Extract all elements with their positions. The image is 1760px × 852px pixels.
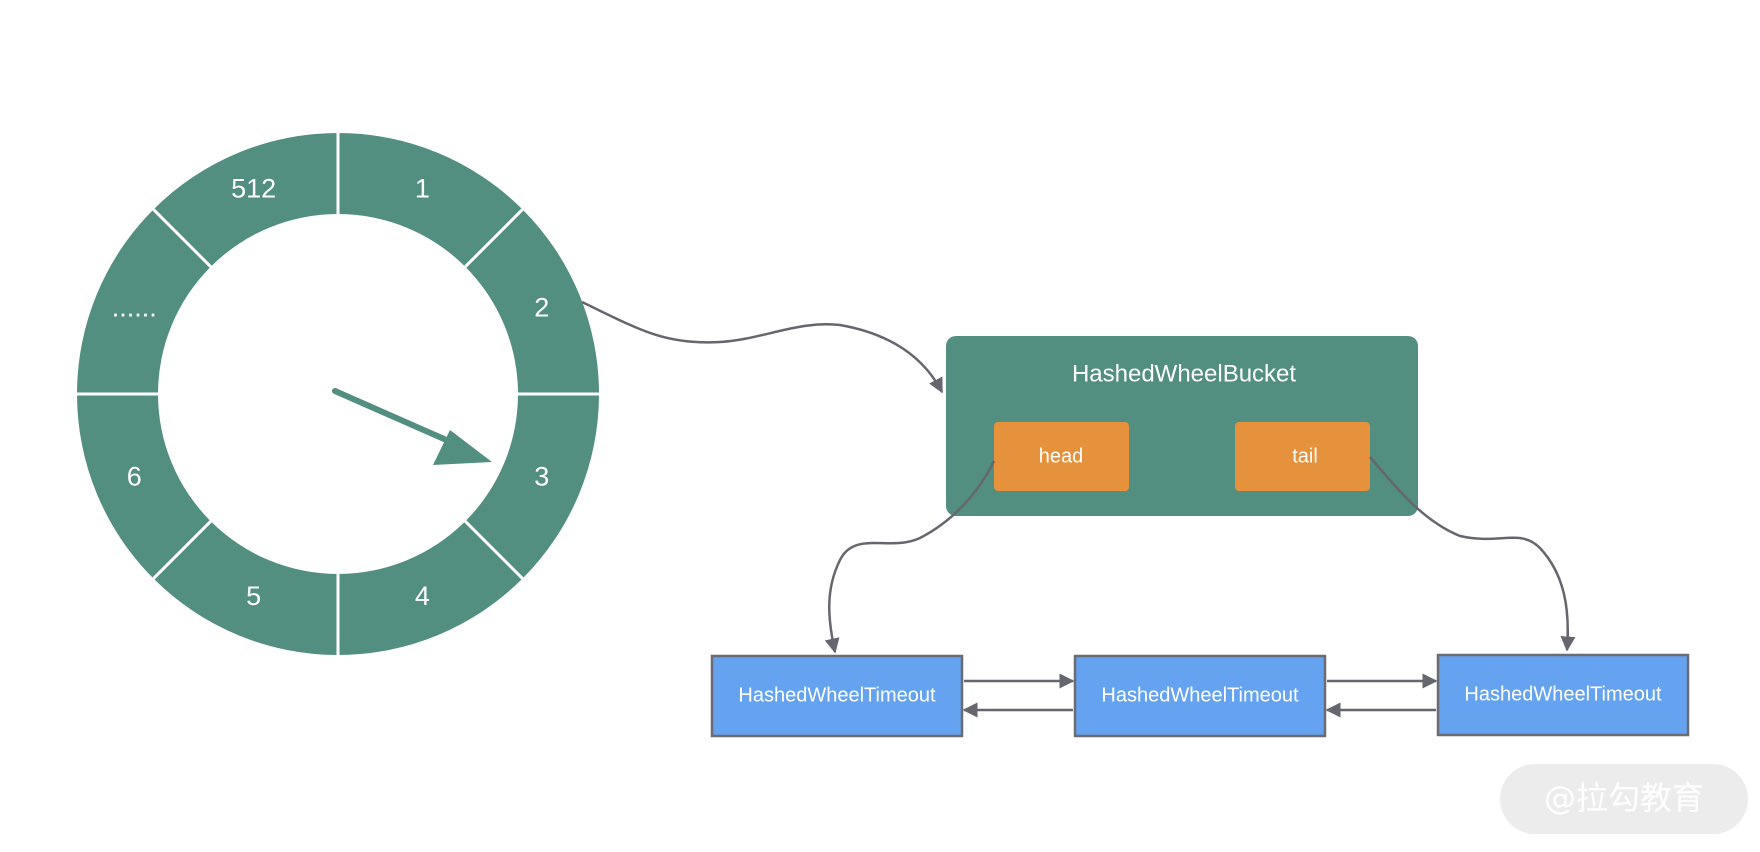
- timeout-node-1-label: HashedWheelTimeout: [738, 684, 936, 706]
- wheel-slot-8: [153, 133, 338, 267]
- head-pointer-box: [994, 422, 1129, 491]
- head-pointer-label: head: [1039, 445, 1084, 467]
- wheel-slot-label: ......: [112, 293, 157, 323]
- tail-to-last-timeout-connector: [1369, 456, 1576, 652]
- wheel-slot-label: 4: [415, 581, 430, 611]
- bucket-title: HashedWheelBucket: [1072, 360, 1296, 387]
- wheel-slot-1: [338, 133, 523, 267]
- wheel-slot-labels: 1 2 3 4 5 6...... 512: [112, 173, 549, 610]
- timeout-node-3-label: HashedWheelTimeout: [1464, 683, 1662, 705]
- wheel-segments: [77, 133, 599, 655]
- wheel-hand-shaft: [332, 388, 463, 449]
- wheel-slot-label: 6: [127, 462, 142, 492]
- hashed-wheel-bucket: HashedWheelBucket head tail: [946, 336, 1418, 516]
- wheel-slot-label: 5: [246, 581, 261, 611]
- wheel-slot-4: [338, 521, 523, 655]
- tail-pointer-label: tail: [1292, 445, 1318, 467]
- timeout-list: HashedWheelTimeout HashedWheelTimeout Ha…: [710, 653, 1690, 738]
- tail-pointer-box: [1235, 422, 1370, 491]
- wheel-slot-2: [465, 209, 599, 394]
- wheel-slot-3: [465, 394, 599, 579]
- watermark: @拉勾教育: [1500, 764, 1748, 834]
- timeout-node-1: [710, 654, 964, 738]
- wheel-slot-label: 3: [534, 462, 549, 492]
- watermark-text: @拉勾教育: [1544, 779, 1704, 817]
- timeout-node-2: [1073, 654, 1327, 738]
- wheel-hand-arrow: [332, 388, 492, 465]
- wheel-divider: [151, 519, 213, 581]
- wheel-divider: [151, 207, 213, 269]
- timeout-node-2-label: HashedWheelTimeout: [1101, 684, 1299, 706]
- wheel-hand-head: [433, 430, 492, 465]
- wheel-slot-label: 512: [231, 173, 276, 203]
- watermark-pill: [1500, 764, 1748, 834]
- wheel-dividers: [76, 132, 600, 656]
- wheel-slot-label: 1: [415, 173, 430, 203]
- wheel-slot-7: [77, 209, 211, 394]
- head-to-first-timeout-connector: [824, 460, 996, 654]
- wheel-divider: [463, 207, 525, 269]
- slot-to-bucket-connector: [581, 300, 944, 394]
- timeout-node-3: [1436, 653, 1690, 737]
- timing-wheel: 1 2 3 4 5 6...... 512: [76, 132, 600, 656]
- wheel-slot-6: [77, 394, 211, 579]
- wheel-slot-5: [153, 521, 338, 655]
- wheel-divider: [463, 519, 525, 581]
- wheel-slot-label: 2: [534, 293, 549, 323]
